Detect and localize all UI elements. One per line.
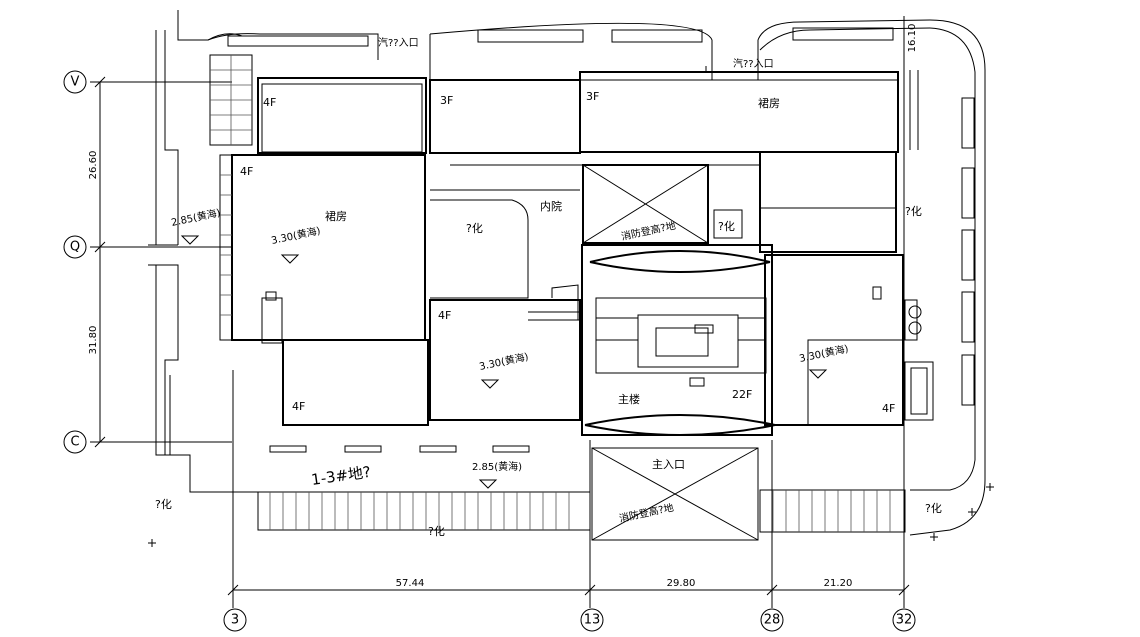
floor-label-tower: 22F (732, 388, 752, 401)
floor-label-se: 4F (882, 402, 895, 415)
crosshair-marks (148, 483, 994, 547)
elevation-label-2: 3.30(黄海) (270, 224, 322, 247)
dim-bottom-3: 21.20 (824, 578, 853, 589)
left-axis-group: V Q C 26.60 31.80 (63, 70, 232, 454)
green-label-4: ?化 (155, 497, 172, 511)
plan-labels: 汽??入口 汽??入口 4F 3F 3F 4F 4F 4F 4F 22F 裙房 … (155, 36, 942, 538)
axis-bubble-13 (580, 608, 604, 632)
dim-left-1: 26.60 (88, 151, 99, 180)
shop-label-top: 裙房 (758, 97, 780, 110)
green-label-5: ?化 (428, 524, 445, 538)
parking-label: 1-3#地? (310, 463, 372, 489)
site-boundary (148, 10, 986, 536)
fire-site-label-top: 消防登高?地 (620, 219, 677, 243)
axis-label-32: 32 (896, 613, 913, 628)
elevation-label-5: 2.85(黄海) (472, 460, 522, 473)
green-label-2: ?化 (718, 219, 735, 233)
parking-stalls (257, 445, 906, 533)
floor-label-n-mid: 3F (440, 94, 453, 107)
green-label-1: ?化 (466, 221, 483, 235)
green-label-3: ?化 (905, 204, 922, 218)
floor-label-nw: 4F (263, 96, 276, 109)
axis-bubble-3 (223, 608, 247, 632)
entrance-label-top-left: 汽??入口 (378, 36, 419, 49)
axis-bubble-32 (892, 608, 916, 632)
axis-label-13: 13 (584, 613, 601, 628)
main-building-label: 主楼 (618, 392, 640, 406)
dim-left-2: 31.80 (88, 326, 99, 355)
axis-bubble-q (63, 235, 87, 259)
dim-top-right: 16.10 (907, 24, 918, 53)
floor-label-sw: 4F (292, 400, 305, 413)
dim-bottom-2: 29.80 (667, 578, 696, 589)
floor-label-w: 4F (240, 165, 253, 178)
dim-bottom-1: 57.44 (396, 578, 425, 589)
axis-label-c: C (70, 435, 79, 450)
bottom-axis-group: 3 13 28 32 57.44 29.80 21.20 16.10 (223, 16, 918, 632)
main-entrance-label: 主入口 (652, 458, 685, 471)
floor-label-s: 4F (438, 309, 451, 322)
axis-label-28: 28 (764, 613, 781, 628)
elevation-markers (180, 235, 828, 489)
axis-bubble-v (63, 70, 87, 94)
elevation-label-4: 3.30(黄海) (798, 342, 850, 365)
axis-bubble-28 (760, 608, 784, 632)
green-label-6: ?化 (925, 501, 942, 515)
axis-label-v: V (71, 75, 80, 90)
floor-label-n-right: 3F (586, 90, 599, 103)
entrance-label-top-right: 汽??入口 (733, 57, 774, 70)
shop-label-left: 裙房 (325, 210, 347, 223)
axis-bubble-c (63, 430, 87, 454)
courtyard-label: 内院 (540, 199, 562, 213)
fire-site-label-bottom: 消防登高?地 (618, 501, 675, 525)
axis-label-3: 3 (231, 613, 239, 628)
building-blocks (209, 54, 934, 541)
axis-label-q: Q (70, 240, 80, 255)
elevation-label-3: 3.30(黄海) (478, 350, 530, 373)
